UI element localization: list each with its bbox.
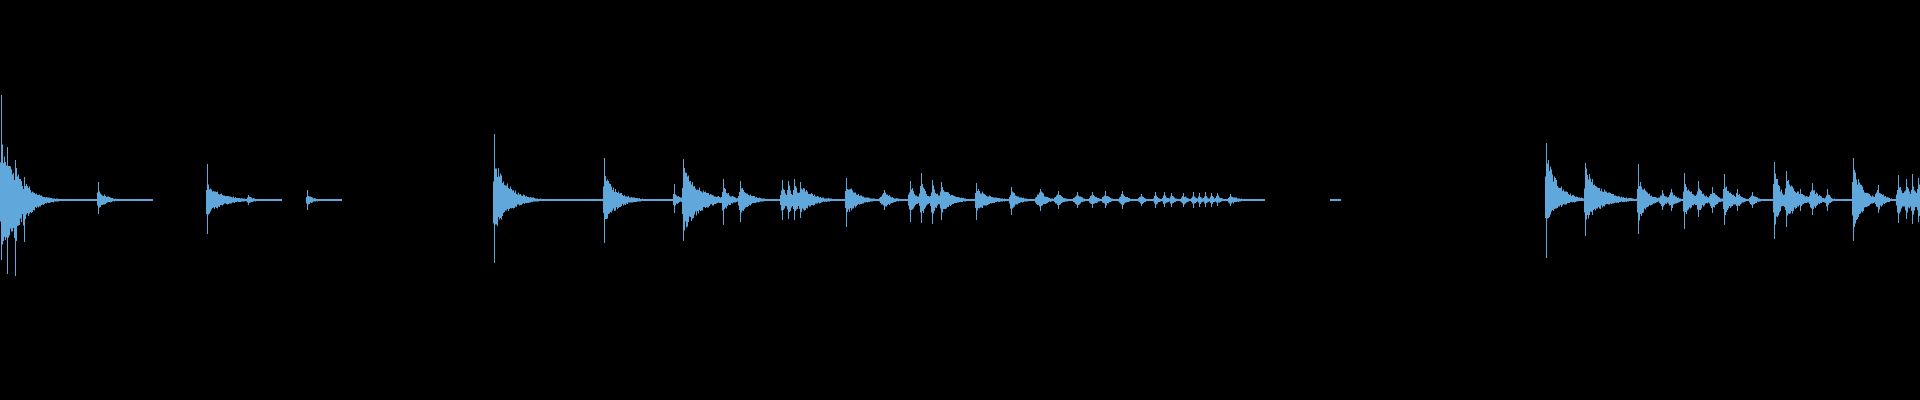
waveform-path	[0, 95, 1920, 276]
